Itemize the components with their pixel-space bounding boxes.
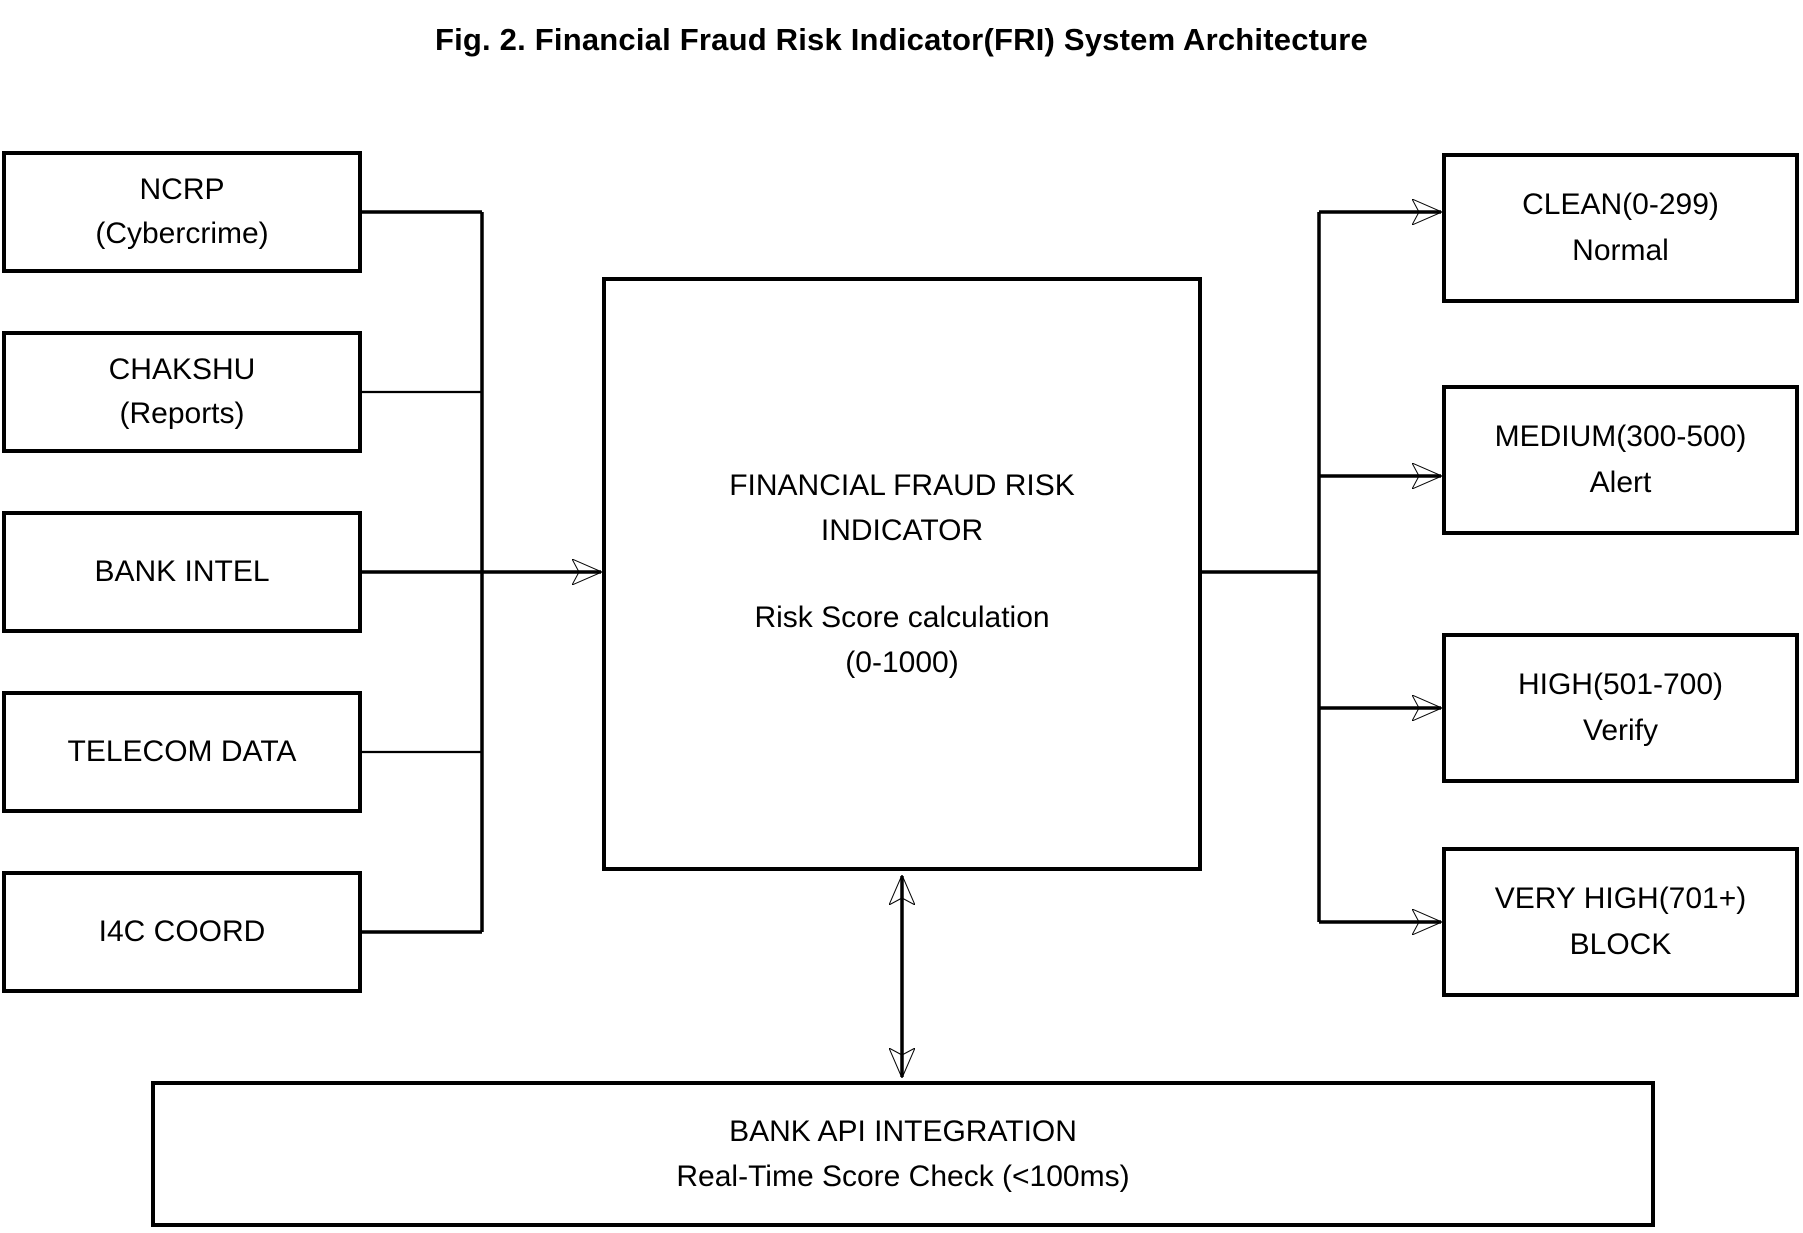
output-label-line: HIGH(501-700)	[1517, 668, 1724, 701]
source-box-chakshu: CHAKSHU (Reports)	[2, 331, 362, 453]
integration-label-line: BANK API INTEGRATION	[729, 1115, 1077, 1148]
core-title-group: FINANCIAL FRAUD RISK INDICATOR	[729, 463, 1075, 553]
output-label-line: BLOCK	[1569, 928, 1672, 961]
source-label-line: I4C COORD	[98, 915, 266, 948]
core-box-fri: FINANCIAL FRAUD RISK INDICATOR Risk Scor…	[602, 277, 1202, 871]
source-box-ncrp: NCRP (Cybercrime)	[2, 151, 362, 273]
output-label-line: CLEAN(0-299)	[1522, 188, 1719, 221]
source-label-line: NCRP	[139, 173, 225, 206]
core-subtitle-group: Risk Score calculation (0-1000)	[754, 595, 1049, 685]
integration-label-line: Real-Time Score Check (<100ms)	[676, 1160, 1130, 1193]
source-label-line: BANK INTEL	[94, 555, 270, 588]
output-label-line: Alert	[1589, 466, 1652, 499]
output-label-line: MEDIUM(300-500)	[1494, 420, 1747, 453]
source-box-i4c-coord: I4C COORD	[2, 871, 362, 993]
output-box-medium: MEDIUM(300-500) Alert	[1442, 385, 1799, 535]
core-subtitle-line: (0-1000)	[845, 646, 959, 679]
figure-title: Fig. 2. Financial Fraud Risk Indicator(F…	[434, 22, 1369, 57]
core-subtitle-line: Risk Score calculation	[754, 601, 1050, 634]
source-label-line: (Cybercrime)	[95, 217, 269, 250]
output-box-clean: CLEAN(0-299) Normal	[1442, 153, 1799, 303]
output-box-very-high: VERY HIGH(701+) BLOCK	[1442, 847, 1799, 997]
output-label-line: VERY HIGH(701+)	[1494, 882, 1747, 915]
source-box-bank-intel: BANK INTEL	[2, 511, 362, 633]
core-title-line: INDICATOR	[820, 514, 984, 547]
source-label-line: TELECOM DATA	[67, 735, 297, 768]
source-label-line: CHAKSHU	[108, 353, 256, 386]
output-label-line: Normal	[1572, 234, 1669, 267]
source-label-line: (Reports)	[119, 397, 245, 430]
core-title-line: FINANCIAL FRAUD RISK	[729, 469, 1075, 502]
source-box-telecom-data: TELECOM DATA	[2, 691, 362, 813]
output-box-high: HIGH(501-700) Verify	[1442, 633, 1799, 783]
integration-box-bank-api: BANK API INTEGRATION Real-Time Score Che…	[151, 1081, 1655, 1227]
output-label-line: Verify	[1582, 714, 1659, 747]
